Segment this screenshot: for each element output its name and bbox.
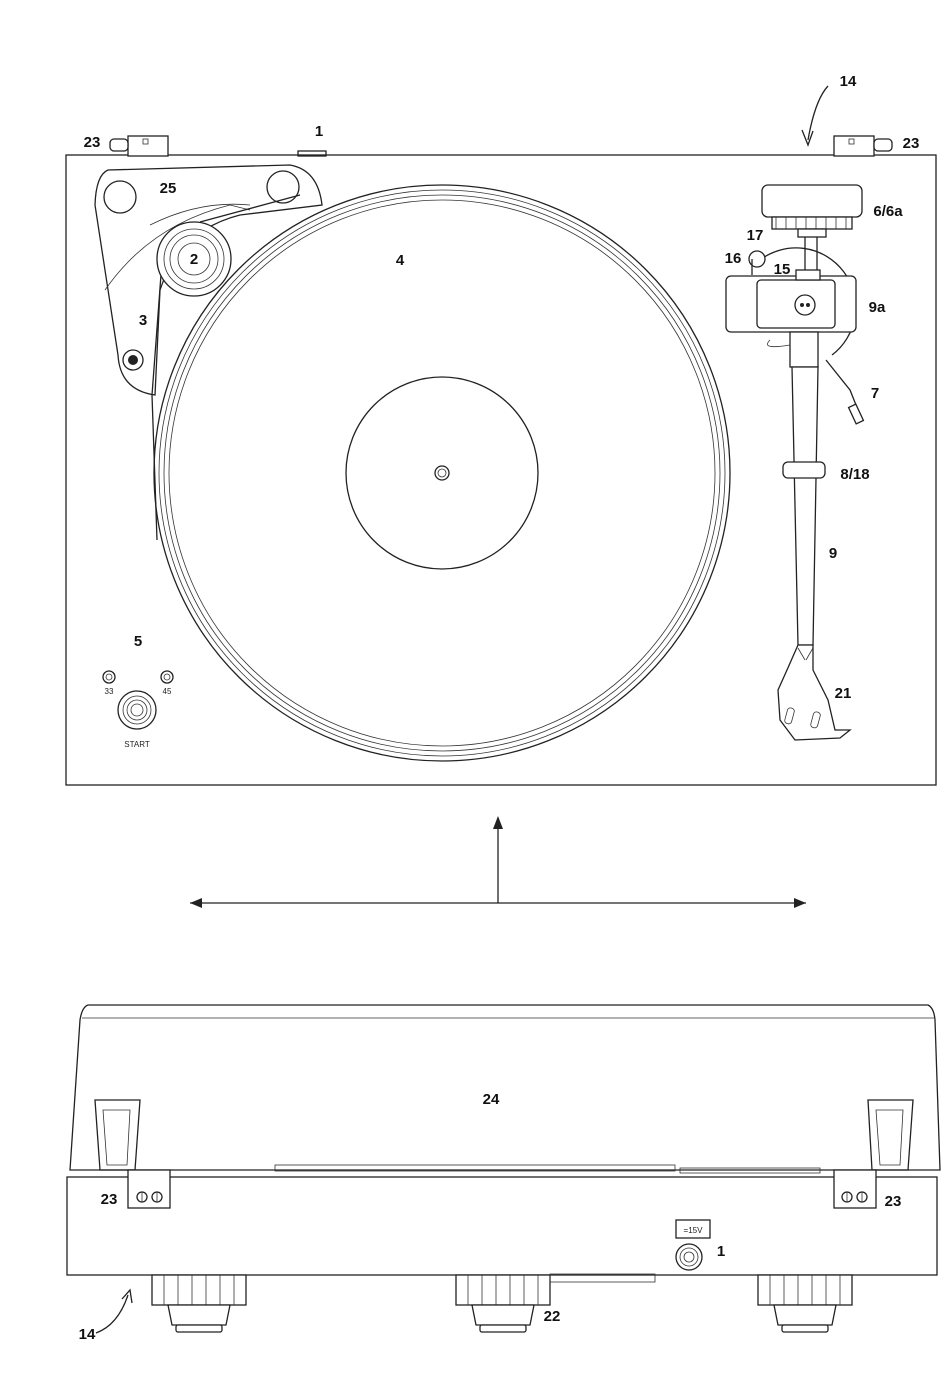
- label-belt: 3: [139, 312, 147, 329]
- label-antiskating-pin: 16: [725, 250, 742, 267]
- label-platter: 4: [396, 252, 405, 269]
- start-button[interactable]: [118, 691, 156, 729]
- hinge-right-back: [834, 1170, 876, 1208]
- label-transport-back: 14: [79, 1326, 96, 1343]
- label-hinge-right-back: 23: [885, 1193, 902, 1210]
- foot-right: [758, 1275, 852, 1332]
- label-hinge-right-top: 23: [903, 135, 920, 152]
- label-33: 33: [105, 687, 114, 696]
- label-vta-screw: 15: [774, 261, 791, 278]
- voltage-label: =15V: [684, 1226, 704, 1235]
- label-hinge-left-back: 23: [101, 1191, 118, 1208]
- label-motor-board: 25: [160, 180, 177, 197]
- label-45: 45: [163, 687, 172, 696]
- label-armlift-rest: 8/18: [840, 466, 869, 483]
- foot-middle: [456, 1275, 550, 1332]
- led-45: [161, 671, 173, 683]
- foot-left: [152, 1275, 246, 1332]
- tonearm: [726, 185, 863, 740]
- label-start: START: [124, 740, 150, 749]
- led-33: [103, 671, 115, 683]
- transport-arrow-top: [808, 86, 828, 140]
- plinth-back: [67, 1177, 937, 1275]
- motor-board-screw-right: [267, 171, 299, 203]
- label-tonearm: 9: [829, 545, 837, 562]
- label-speed-control: 5: [134, 633, 142, 650]
- label-hinge-left-top: 23: [84, 134, 101, 151]
- hinge-left-back: [128, 1170, 170, 1208]
- dust-cover: [70, 1005, 940, 1170]
- orientation-arrows: [190, 816, 806, 908]
- label-headshell-cable: 7: [871, 385, 879, 402]
- label-feet: 22: [544, 1308, 561, 1325]
- label-headshell: 21: [835, 685, 852, 702]
- back-view: =15V: [67, 1005, 940, 1343]
- label-motor-pulley: 2: [190, 251, 198, 268]
- label-transport-top: 14: [840, 73, 857, 90]
- motor-board-screw-left: [104, 181, 136, 213]
- label-power-top: 1: [315, 123, 323, 140]
- label-dust-cover: 24: [483, 1091, 500, 1108]
- belt-tensioner: [123, 350, 143, 370]
- label-power-back: 1: [717, 1243, 725, 1260]
- label-azimuth: 17: [747, 227, 764, 244]
- label-counterweight: 6/6a: [873, 203, 903, 220]
- transport-arrow-back: [96, 1295, 128, 1333]
- top-view: 33 45 START: [66, 73, 936, 785]
- speed-control-panel: 33 45 START: [103, 671, 173, 749]
- platter: [154, 185, 730, 761]
- hinge-left-top: [110, 136, 168, 156]
- spindle: [435, 466, 449, 480]
- label-antiskating-weight: 9a: [869, 299, 886, 316]
- hinge-right-top: [834, 136, 892, 156]
